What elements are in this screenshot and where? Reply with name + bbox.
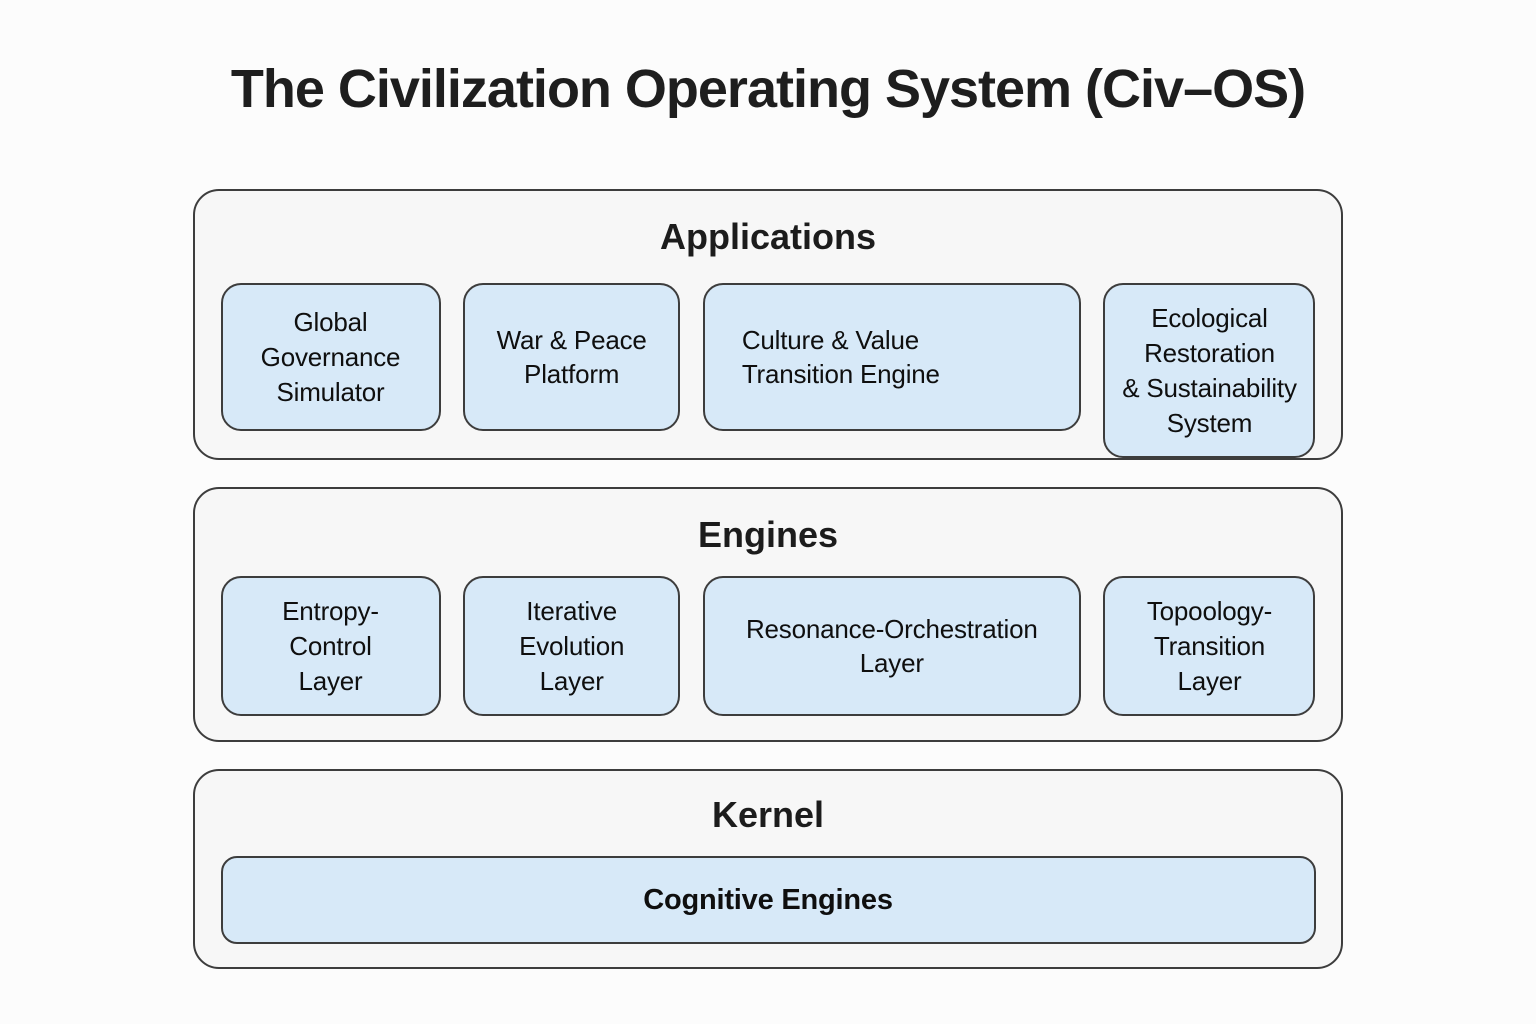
node-resonance-orchestration-layer: Resonance-Orchestration Layer (702, 576, 1081, 717)
engines-heading: Engines (697, 514, 839, 556)
node-war-peace-platform: War & Peace Platform (463, 283, 681, 432)
kernel-row: Cognitive Engines (220, 856, 1316, 945)
node-ecological-restoration-sustainability-system: Ecological Restoration & Sustainability … (1103, 283, 1316, 459)
node-entropy-control-layer: Entropy- Control Layer (220, 576, 441, 717)
node-cognitive-engines: Cognitive Engines (220, 856, 1316, 945)
node-topoology-transition-layer: Topoology- Transition Layer (1103, 576, 1316, 717)
applications-heading: Applications (659, 216, 877, 258)
engines-row: Entropy- Control Layer Iterative Evoluti… (220, 576, 1316, 717)
diagram-stack: Applications Global Governance Simulator… (193, 189, 1343, 970)
node-global-governance-simulator: Global Governance Simulator (220, 283, 441, 432)
section-kernel: Kernel Cognitive Engines (193, 769, 1343, 970)
section-applications: Applications Global Governance Simulator… (193, 189, 1343, 461)
section-engines: Engines Entropy- Control Layer Iterative… (193, 487, 1343, 743)
page-title: The Civilization Operating System (Civ–O… (230, 59, 1306, 119)
node-iterative-evolution-layer: Iterative Evolution Layer (463, 576, 681, 717)
applications-row: Global Governance Simulator War & Peace … (220, 283, 1316, 459)
node-culture-value-transition-engine: Culture & Value Transition Engine (702, 283, 1081, 432)
kernel-heading: Kernel (711, 794, 825, 836)
